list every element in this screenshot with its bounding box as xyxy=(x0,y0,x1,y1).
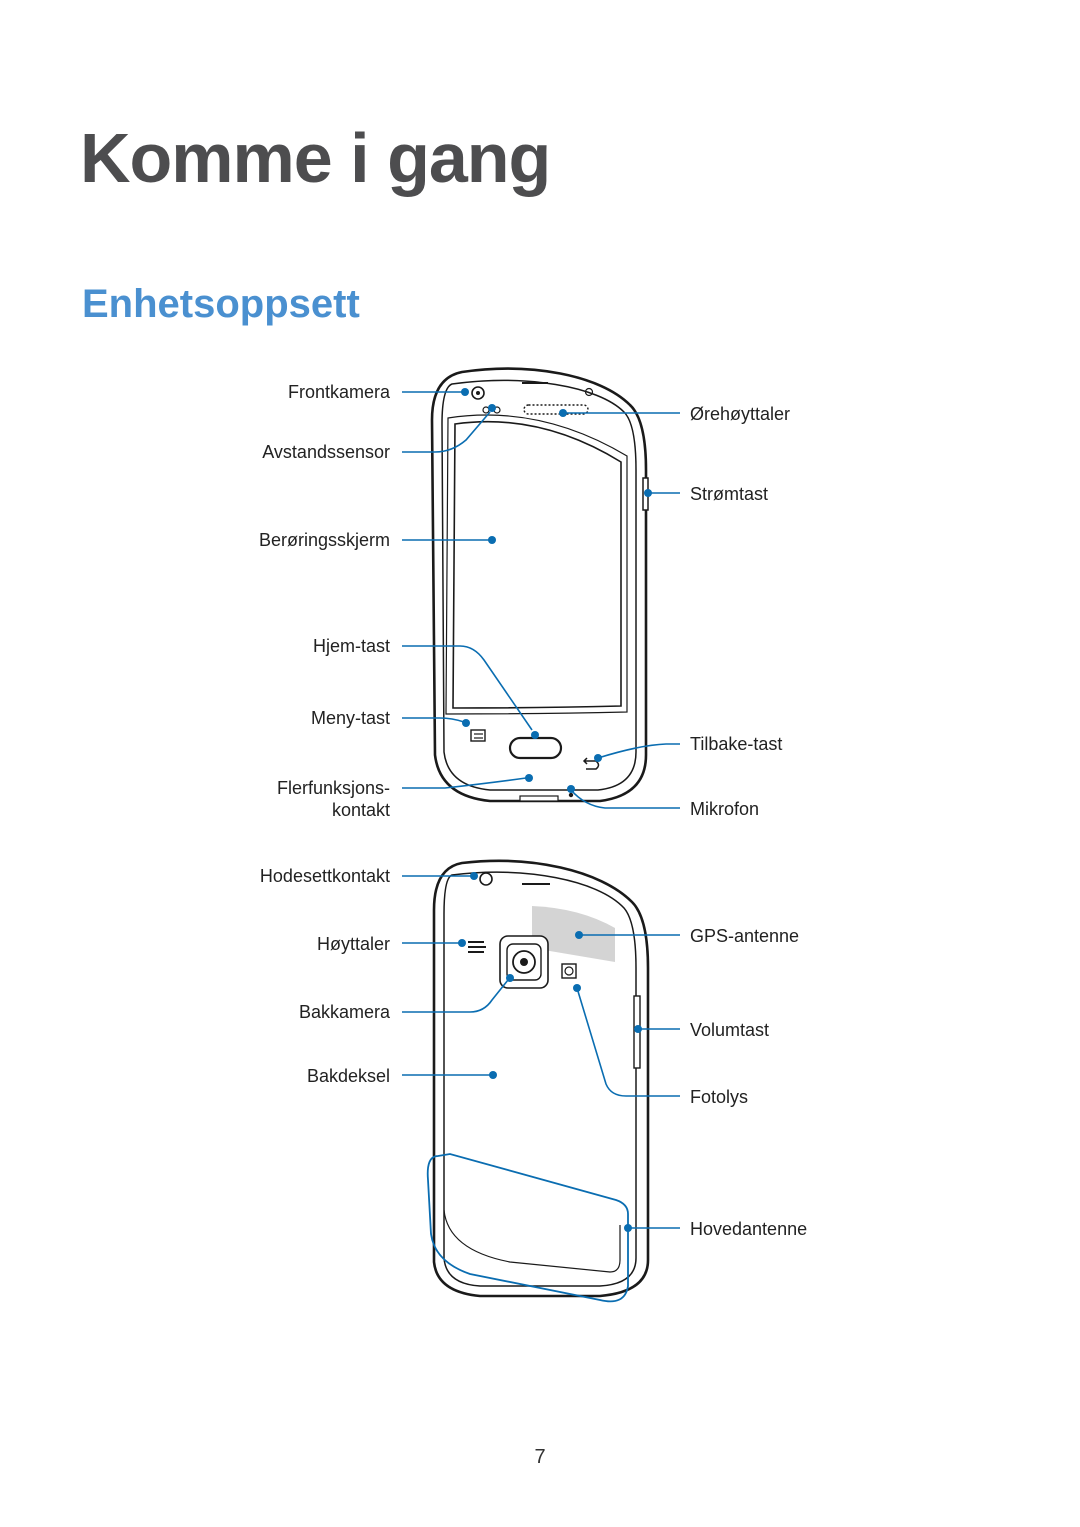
label-hoyttaler: Høyttaler xyxy=(317,934,390,954)
phone-front-view xyxy=(430,367,649,803)
label-volumtast: Volumtast xyxy=(690,1020,769,1040)
label-mikrofon: Mikrofon xyxy=(690,799,759,819)
label-hodesettkontakt: Hodesettkontakt xyxy=(260,866,390,886)
page-number: 7 xyxy=(534,1446,546,1468)
menu-key-icon xyxy=(470,729,486,742)
label-flerfunksjons-line2: kontakt xyxy=(332,800,390,820)
gps-antenna-area xyxy=(532,906,615,962)
main-antenna-area xyxy=(426,1153,629,1303)
home-key xyxy=(508,736,563,760)
label-meny-tast: Meny-tast xyxy=(311,708,390,728)
label-orehoyttaler: Ørehøyttaler xyxy=(690,404,790,424)
front-camera-icon xyxy=(471,386,485,400)
touchscreen xyxy=(452,420,622,709)
label-stromtast: Strømtast xyxy=(690,484,768,504)
earpiece-icon xyxy=(523,404,589,415)
phone-back-view xyxy=(426,859,650,1303)
speaker-icon xyxy=(468,941,486,953)
headset-jack-icon xyxy=(479,872,493,886)
chapter-title: Komme i gang xyxy=(80,119,551,197)
flash-icon xyxy=(561,963,577,979)
label-bakkamera: Bakkamera xyxy=(299,1002,391,1022)
label-hovedantenne: Hovedantenne xyxy=(690,1219,807,1239)
label-frontkamera: Frontkamera xyxy=(288,382,391,402)
label-flerfunksjons-line1: Flerfunksjons- xyxy=(277,778,390,798)
label-fotolys: Fotolys xyxy=(690,1087,748,1107)
label-beroringsskjerm: Berøringsskjerm xyxy=(259,530,390,550)
label-gps-antenne: GPS-antenne xyxy=(690,926,799,946)
label-bakdeksel: Bakdeksel xyxy=(307,1066,390,1086)
label-avstandssensor: Avstandssensor xyxy=(262,442,390,462)
label-tilbake-tast: Tilbake-tast xyxy=(690,734,782,754)
section-title: Enhetsoppsett xyxy=(82,282,360,326)
label-hjem-tast: Hjem-tast xyxy=(313,636,390,656)
